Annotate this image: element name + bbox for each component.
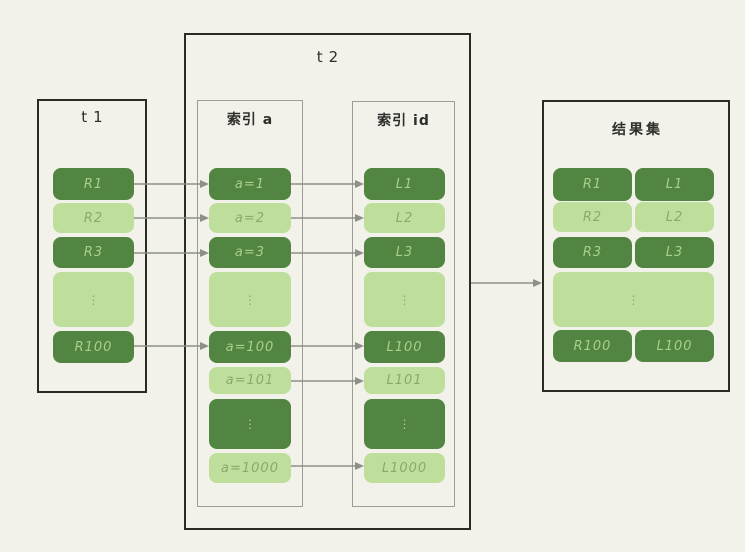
index-a-row-7: a=1000 — [209, 453, 291, 483]
index-id-row-2: L3 — [364, 237, 445, 268]
index-id-row-6: ⋮ — [364, 399, 445, 449]
result-row-2-left: R3 — [553, 237, 632, 268]
result-row-4-right: L100 — [635, 330, 714, 362]
result-row-1-right: L2 — [635, 202, 714, 232]
t1-row-1: R2 — [53, 203, 134, 233]
index-id-panel: 索引 id — [352, 101, 455, 507]
index-a-panel: 索引 a — [197, 100, 303, 507]
result-row-1-left: R2 — [553, 202, 632, 232]
t2-table-box: t2 — [184, 33, 471, 530]
index-id-row-3: ⋮ — [364, 272, 445, 327]
t1-row-3: ⋮ — [53, 272, 134, 327]
index-a-row-4: a=100 — [209, 331, 291, 363]
t1-title: t1 — [81, 108, 109, 126]
index-id-row-4: L100 — [364, 331, 445, 363]
result-row-4-left: R100 — [553, 330, 632, 362]
index-a-row-3: ⋮ — [209, 272, 291, 327]
index-id-title: 索引 id — [377, 113, 430, 129]
index-a-row-0: a=1 — [209, 168, 291, 200]
index-a-row-6: ⋮ — [209, 399, 291, 449]
result-set-title: 结果集 — [612, 122, 663, 138]
t1-row-4: R100 — [53, 331, 134, 363]
result-row-2-right: L3 — [635, 237, 714, 268]
result-row-3: ⋮ — [553, 272, 714, 327]
index-id-row-0: L1 — [364, 168, 445, 200]
index-a-row-2: a=3 — [209, 237, 291, 268]
index-a-row-5: a=101 — [209, 367, 291, 394]
t1-row-0: R1 — [53, 168, 134, 200]
result-row-0-right: L1 — [635, 168, 714, 201]
index-id-row-1: L2 — [364, 203, 445, 233]
t2-title: t2 — [316, 48, 345, 66]
index-a-title: 索引 a — [226, 112, 274, 128]
t1-table-box: t1 — [37, 99, 147, 393]
t1-row-2: R3 — [53, 237, 134, 268]
index-id-row-7: L1000 — [364, 453, 445, 483]
result-row-0-left: R1 — [553, 168, 632, 201]
index-id-row-5: L101 — [364, 367, 445, 394]
result-set-box: 结果集 — [542, 100, 730, 392]
index-a-row-1: a=2 — [209, 203, 291, 233]
